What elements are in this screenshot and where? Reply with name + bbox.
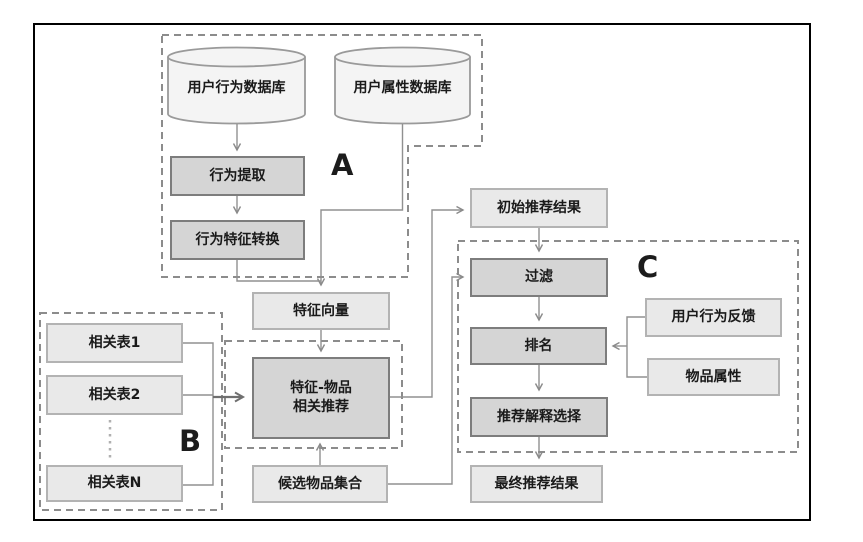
node-related-table-n: 相关表N <box>46 465 183 502</box>
node-feature-item-recommend: 特征-物品 相关推荐 <box>252 357 390 439</box>
node-ranking: 排名 <box>470 327 607 365</box>
node-item-attributes: 物品属性 <box>647 358 780 396</box>
node-related-table-1: 相关表1 <box>46 323 183 363</box>
node-behavior-feature-convert: 行为特征转换 <box>170 220 305 260</box>
node-related-table-2: 相关表2 <box>46 375 183 415</box>
node-user-feedback: 用户行为反馈 <box>645 298 782 337</box>
node-initial-results: 初始推荐结果 <box>470 188 608 228</box>
node-final-results: 最终推荐结果 <box>470 465 603 503</box>
node-explanation-select: 推荐解释选择 <box>470 397 608 437</box>
node-feature-item-recommend-line1: 特征-物品 <box>290 380 352 397</box>
attribute-database-label: 用户属性数据库 <box>353 80 452 96</box>
node-candidate-items: 候选物品集合 <box>252 465 388 503</box>
group-c-label: C <box>637 250 659 284</box>
node-feature-vector: 特征向量 <box>252 292 390 330</box>
behavior-database-label: 用户行为数据库 <box>187 80 286 96</box>
group-a-label: A <box>331 148 354 182</box>
node-feature-item-recommend-line2: 相关推荐 <box>293 399 349 415</box>
node-behavior-extract: 行为提取 <box>170 156 305 196</box>
group-b-label: B <box>179 424 202 458</box>
node-filter: 过滤 <box>470 258 608 297</box>
